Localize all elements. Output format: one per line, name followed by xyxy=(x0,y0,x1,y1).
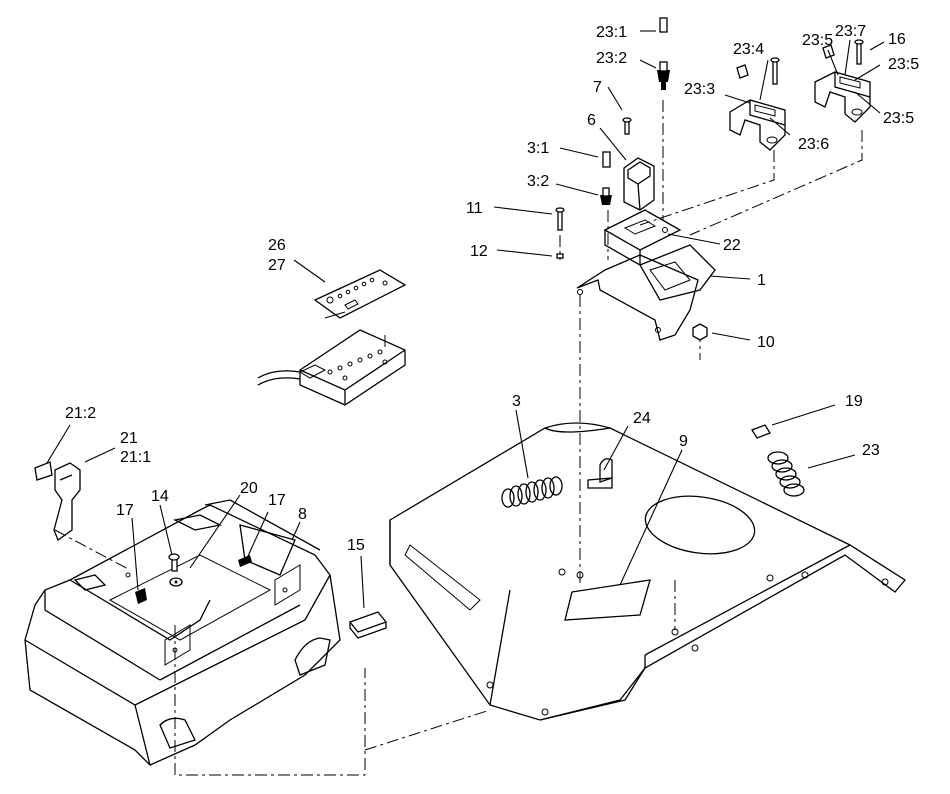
screw-part-7 xyxy=(622,117,632,135)
label-6: 6 xyxy=(587,112,596,129)
label-15: 15 xyxy=(347,537,365,554)
screw-part-14 xyxy=(168,553,180,572)
label-17-left: 17 xyxy=(116,502,134,519)
label-17-right: 17 xyxy=(268,492,286,509)
label-3-1: 3:1 xyxy=(527,140,549,157)
label-24: 24 xyxy=(633,410,651,427)
label-7: 7 xyxy=(593,79,602,96)
label-16: 16 xyxy=(888,31,906,48)
bracket-part-1 xyxy=(576,244,716,341)
fender-part-9 xyxy=(389,422,906,721)
screw-part-17a xyxy=(135,588,147,604)
label-23: 23 xyxy=(862,442,880,459)
label-8: 8 xyxy=(298,506,307,523)
label-23-5-right: 23:5 xyxy=(888,56,919,73)
cap-part-23-1 xyxy=(659,17,668,33)
label-26: 26 xyxy=(268,237,286,254)
label-1: 1 xyxy=(757,272,766,289)
washer-part-12 xyxy=(556,253,564,259)
label-3-2: 3:2 xyxy=(527,173,549,190)
switch-housing-23-3 xyxy=(729,57,786,151)
part-labels: 23:1 23:2 23:3 23:4 23:5 23:7 16 23:5 23… xyxy=(65,23,919,554)
washer-part-20 xyxy=(169,577,183,587)
label-11: 11 xyxy=(466,200,483,217)
label-3: 3 xyxy=(512,393,521,410)
control-module xyxy=(257,329,406,406)
label-21: 21 xyxy=(120,430,138,447)
label-22: 22 xyxy=(723,237,741,254)
assembly-lines xyxy=(54,100,863,776)
label-23-2: 23:2 xyxy=(596,50,627,67)
nut-part-10 xyxy=(692,323,708,341)
label-12: 12 xyxy=(470,243,488,260)
label-23-5-lower: 23:5 xyxy=(883,110,914,127)
label-23-4: 23:4 xyxy=(733,41,764,58)
spring-part-23 xyxy=(767,451,805,497)
label-23-6: 23:6 xyxy=(798,136,829,153)
screw-part-17b xyxy=(238,555,252,567)
knob-part-23-2 xyxy=(657,61,670,90)
knob-part-3-1 xyxy=(602,151,611,168)
latch-part-21 xyxy=(34,461,81,542)
spring-part-3 xyxy=(501,476,563,508)
label-21-2: 21:2 xyxy=(65,405,96,422)
label-27: 27 xyxy=(268,257,286,274)
knob-part-3-2 xyxy=(600,187,612,205)
label-9: 9 xyxy=(679,433,688,450)
label-23-5-top: 23:5 xyxy=(802,32,833,49)
screw-part-11 xyxy=(555,207,565,231)
seat-base-part-8 xyxy=(24,499,341,766)
plate-part-22 xyxy=(603,209,682,267)
label-19: 19 xyxy=(845,393,863,410)
leader-lines xyxy=(46,30,885,609)
switch-housing-23-5 xyxy=(814,39,871,123)
holder-part-6 xyxy=(623,157,655,211)
label-23-1: 23:1 xyxy=(596,24,627,41)
label-10: 10 xyxy=(757,334,775,351)
label-23-3: 23:3 xyxy=(684,81,715,98)
pad-part-15 xyxy=(348,611,388,639)
label-21-1: 21:1 xyxy=(120,449,151,466)
label-14: 14 xyxy=(151,488,169,505)
label-20: 20 xyxy=(240,480,258,497)
pin-part-19 xyxy=(751,424,771,439)
label-23-7: 23:7 xyxy=(835,23,866,40)
label-plate xyxy=(313,269,407,319)
